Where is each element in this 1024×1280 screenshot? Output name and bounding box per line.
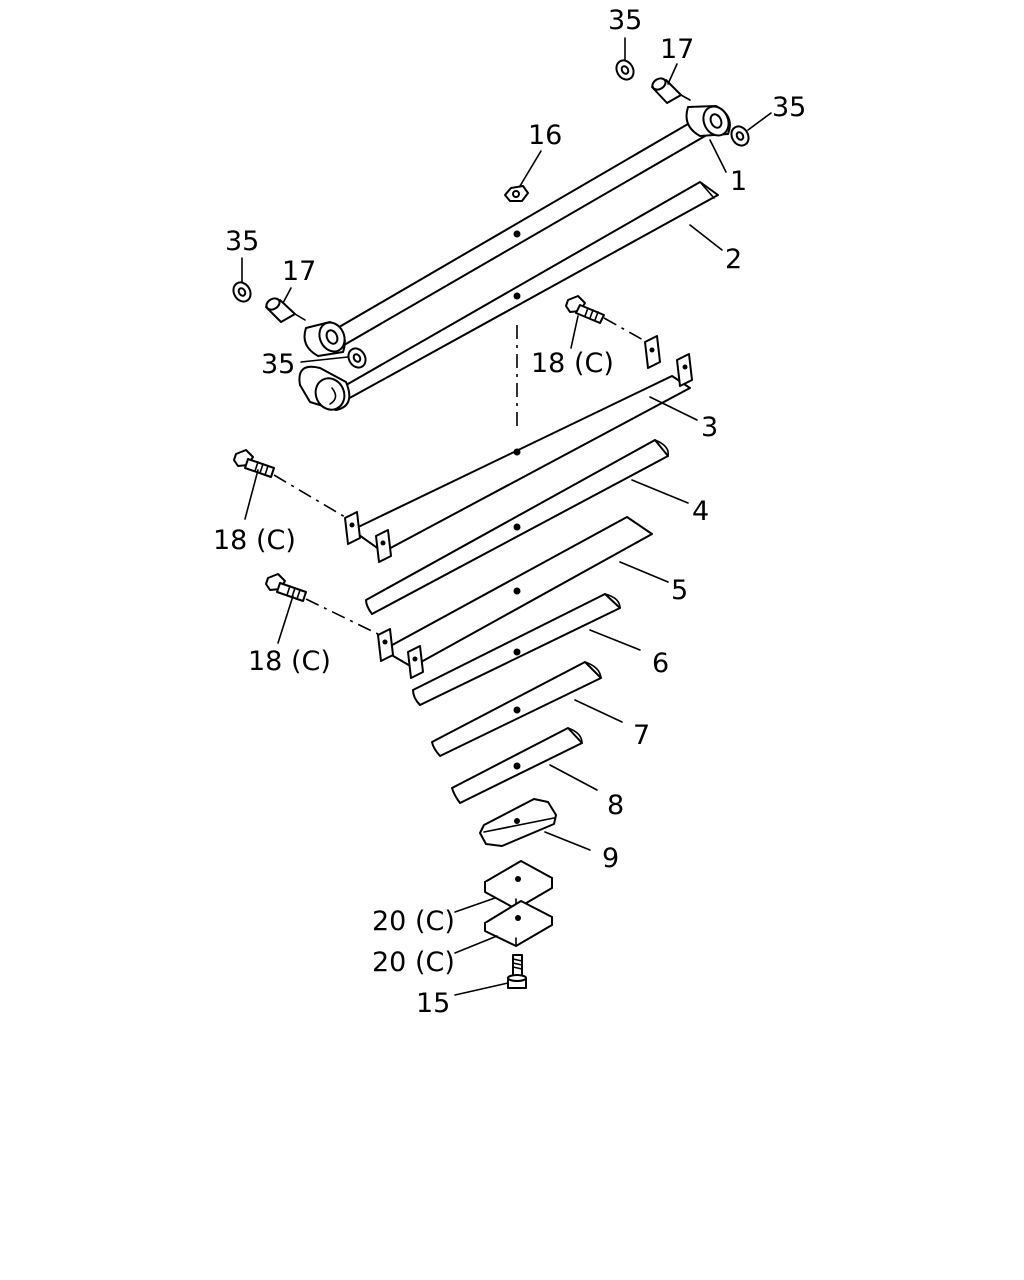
leaf-3-clip-rear [644, 335, 693, 387]
callout-20c-a: 20 (C) [372, 906, 455, 937]
leaf-1-rear-eye [303, 321, 346, 357]
clip-bolt-18c-left [233, 449, 346, 518]
callout-4: 4 [692, 496, 709, 527]
clip-bolt-18c-lower [265, 573, 379, 635]
leaf-1-front-eye [685, 105, 731, 137]
plate-20c-lower [484, 900, 553, 947]
leaf-2-rear-eye [298, 365, 351, 411]
callout-3: 3 [701, 412, 718, 443]
bushing-17-left [265, 297, 306, 323]
leaf-1-main-leaf [303, 105, 731, 357]
callout-17-top: 17 [660, 34, 694, 65]
callout-labels: 35 17 35 16 1 2 35 17 35 18 (C) 3 18 (C)… [213, 5, 806, 1019]
leaf-4 [365, 439, 670, 615]
leaf-3-clip-front [344, 511, 392, 563]
callout-18c-lower: 18 (C) [248, 646, 331, 677]
nut-16 [504, 185, 529, 202]
leaf-8 [451, 727, 583, 804]
washer-35-top [615, 59, 635, 81]
clip-bolt-18c-top [565, 295, 646, 342]
center-bolt-15 [507, 954, 527, 989]
callout-20c-b: 20 (C) [372, 947, 455, 978]
callout-35-top: 35 [608, 5, 642, 36]
callout-35-left: 35 [225, 226, 259, 257]
callout-5: 5 [671, 575, 688, 606]
callout-7: 7 [633, 720, 650, 751]
leaf-5-clip-front [377, 628, 424, 679]
callout-35-right: 35 [772, 92, 806, 123]
leaf-6 [412, 593, 621, 706]
callout-2: 2 [725, 244, 742, 275]
callout-18c-top: 18 (C) [531, 348, 614, 379]
callout-16: 16 [528, 120, 562, 151]
leader-lines [241, 37, 772, 996]
callout-9: 9 [602, 843, 619, 874]
leaf-2-second-leaf [298, 181, 719, 411]
washer-35-mid [347, 347, 367, 369]
callout-17-left: 17 [282, 256, 316, 287]
spacer-pad-9 [479, 798, 557, 847]
leaf-3-with-clips [344, 335, 693, 563]
washer-35-right [730, 125, 750, 147]
washer-35-left [232, 281, 252, 303]
leaf-7 [431, 661, 602, 757]
callout-8: 8 [607, 790, 624, 821]
plate-20c-upper [484, 860, 553, 910]
callout-1: 1 [730, 166, 747, 197]
callout-18c-left: 18 (C) [213, 525, 296, 556]
callout-6: 6 [652, 648, 669, 679]
leaf-5-with-clips [377, 516, 653, 679]
callout-35-mid: 35 [261, 349, 295, 380]
callout-15: 15 [416, 988, 450, 1019]
bushing-17-top [651, 77, 691, 104]
